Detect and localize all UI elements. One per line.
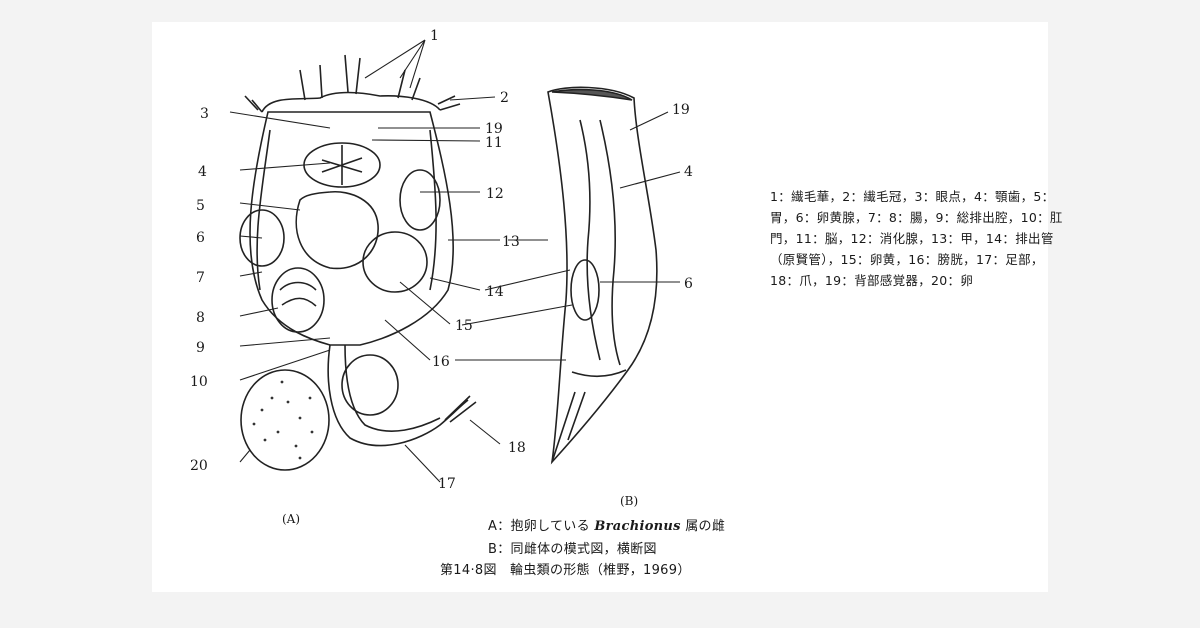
- vitellarium: [362, 231, 428, 293]
- label-a-6: 6: [196, 230, 205, 246]
- label-a-1: 1: [430, 28, 439, 44]
- label-a-13: 13: [502, 234, 520, 250]
- body-b: [547, 86, 658, 465]
- caption-line-c: 第14·8図 輪虫類の形態（椎野，1969）: [440, 563, 691, 578]
- gland-right: [399, 169, 441, 231]
- panel-label-b: (B): [620, 494, 638, 508]
- label-a-12: 12: [486, 186, 504, 202]
- panel-label-a: (A): [282, 512, 300, 526]
- label-a-9: 9: [196, 340, 205, 356]
- caption-a-genus: Brachionus: [594, 519, 681, 534]
- label-a-8: 8: [196, 310, 205, 326]
- egg: [240, 369, 330, 471]
- intestine: [271, 267, 325, 333]
- label-a-10: 10: [190, 374, 208, 390]
- label-b-6: 6: [684, 276, 693, 292]
- label-a-19: 19: [485, 121, 503, 137]
- caption-line-b: B：同雌体の模式図，横断図: [488, 542, 657, 557]
- label-a-11: 11: [485, 135, 503, 151]
- stomach: [295, 190, 379, 270]
- label-b-4: 4: [684, 164, 693, 180]
- caption-line-a: A：抱卵している Brachionus 属の雌: [488, 515, 725, 534]
- label-a-15: 15: [455, 318, 473, 334]
- label-a-18: 18: [508, 440, 526, 456]
- label-a-5: 5: [196, 198, 205, 214]
- label-a-14: 14: [486, 284, 504, 300]
- label-a-4: 4: [198, 164, 207, 180]
- bladder: [341, 354, 399, 416]
- label-a-17: 17: [438, 476, 456, 492]
- vitellarium-b: [570, 259, 600, 321]
- scanned-page: [152, 22, 1048, 592]
- lorica-outline: [249, 111, 454, 346]
- label-a-16: 16: [432, 354, 450, 370]
- caption-a-suffix: 属の雌: [685, 519, 726, 534]
- label-a-7: 7: [196, 270, 205, 286]
- label-a-20: 20: [190, 458, 208, 474]
- legend-text: 1：繊毛華，2：繊毛冠，3：眼点，4：顎歯，5：胃，6：卵黄腺，7：8：腸，9：…: [770, 189, 1063, 288]
- label-a-2: 2: [500, 90, 509, 106]
- label-a-3: 3: [200, 106, 209, 122]
- label-b-19: 19: [672, 102, 690, 118]
- gland-left: [239, 209, 285, 267]
- corona: [261, 91, 441, 113]
- caption-a-prefix: A：抱卵している: [488, 519, 590, 534]
